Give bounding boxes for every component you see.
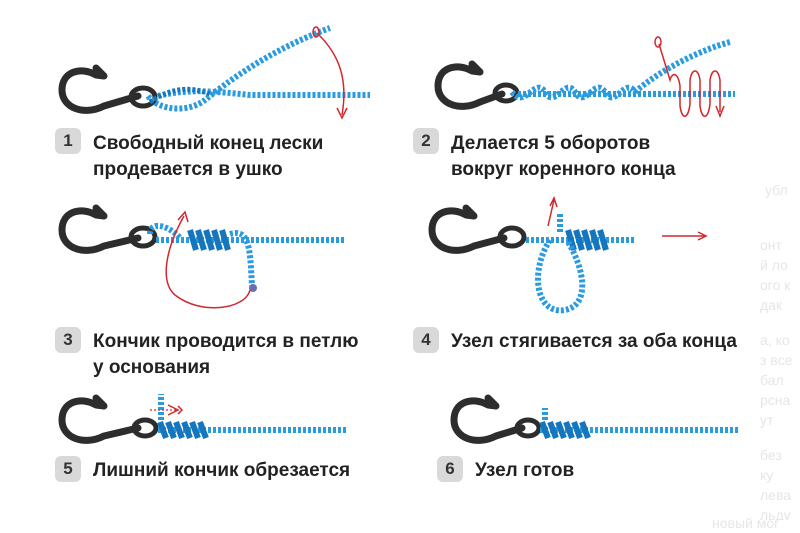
wraps [509, 84, 638, 101]
background-text: убл онт й ло ого к дак а, ко з все бал р… [760, 180, 800, 520]
arrow-head-icon [697, 231, 708, 241]
standing-line [157, 88, 370, 99]
step-caption-line1: Кончик проводится в петлю [93, 331, 359, 352]
hook-eye [492, 82, 520, 104]
tag-end [145, 25, 332, 112]
arrow-head-icon [177, 210, 189, 223]
step-number-badge: 3 [55, 327, 81, 353]
ghost-line: новый мог [712, 515, 780, 531]
hook-eye [128, 225, 158, 249]
hook-icon [58, 64, 142, 114]
step-caption-line1: Узел готов [475, 460, 575, 481]
wraps [565, 229, 609, 251]
step-3-illustration [58, 204, 345, 309]
tag-tip [249, 284, 257, 292]
step-caption-line2: вокруг коренного конца [451, 159, 676, 180]
step-3: 3 Кончик проводится в петлю у основания [0, 190, 400, 380]
ghost-line: ого к [760, 277, 791, 293]
step-caption-line1: Делается 5 оборотов [451, 133, 651, 154]
hook-icon [428, 204, 508, 254]
step-number-badge: 4 [413, 327, 439, 353]
ghost-line: а, ко [760, 332, 790, 348]
hook-eye [131, 417, 159, 439]
step-1: 1 Свободный конец лески продевается в уш… [0, 0, 400, 190]
ghost-line: лева [760, 487, 792, 503]
arrow-head-icon [336, 107, 348, 120]
motion-arrow [316, 32, 345, 116]
arrow-head-icon [549, 196, 558, 208]
hook-icon [450, 394, 526, 444]
hook-eye [497, 225, 527, 249]
loop [535, 238, 586, 314]
motion-arrow [547, 199, 555, 227]
hook-icon [58, 204, 142, 254]
ghost-line: льду [760, 507, 791, 520]
ghost-line: без [760, 447, 782, 463]
step-number-badge: 5 [55, 456, 81, 482]
ghost-line: з все [760, 352, 793, 368]
step-number-badge: 6 [437, 456, 463, 482]
tag-tip [312, 26, 320, 38]
ghost-line: й ло [760, 257, 788, 273]
tag-tip [654, 36, 662, 48]
wraps [187, 229, 231, 251]
tag-end [633, 39, 731, 95]
ghost-line: ут [760, 412, 774, 428]
motion-arrow [165, 215, 251, 309]
step-caption-line1: Свободный конец лески [93, 133, 324, 154]
ghost-line: бал [760, 372, 784, 388]
ghost-line: дак [760, 297, 783, 313]
knot [539, 420, 591, 440]
step-caption-line1: Узел стягивается за оба конца [451, 331, 737, 352]
step-caption-line1: Лишний кончик обрезается [93, 460, 351, 481]
step-number-badge: 1 [55, 128, 81, 154]
hook-eye [514, 417, 542, 439]
arrow-head-icon [715, 105, 725, 119]
step-caption-line2: продевается в ушко [93, 159, 283, 180]
step-4: 4 Узел стягивается за оба конца [400, 190, 800, 380]
step-2: 2 Делается 5 оборотов вокруг коренного к… [400, 0, 800, 190]
hook-icon [434, 60, 506, 110]
ghost-line: рсна [760, 392, 791, 408]
step-2-illustration [434, 36, 735, 119]
step-5-illustration [58, 394, 348, 444]
hook-icon [58, 394, 142, 444]
step-4-illustration [428, 196, 708, 314]
loop [147, 222, 183, 241]
step-5: 5 Лишний кончик обрезается [0, 380, 400, 533]
knot [157, 420, 209, 440]
step-6: 6 Узел готов [400, 380, 800, 533]
step-caption-line2: у основания [93, 357, 211, 378]
ghost-line: онт [760, 237, 782, 253]
step-number-badge: 2 [413, 128, 439, 154]
ghost-line: ку [760, 467, 774, 483]
step-1-illustration [58, 25, 370, 120]
step-6-illustration [450, 394, 740, 444]
wrap-arrow [658, 43, 721, 117]
ghost-line: убл [765, 182, 788, 198]
tag-end [229, 230, 255, 287]
